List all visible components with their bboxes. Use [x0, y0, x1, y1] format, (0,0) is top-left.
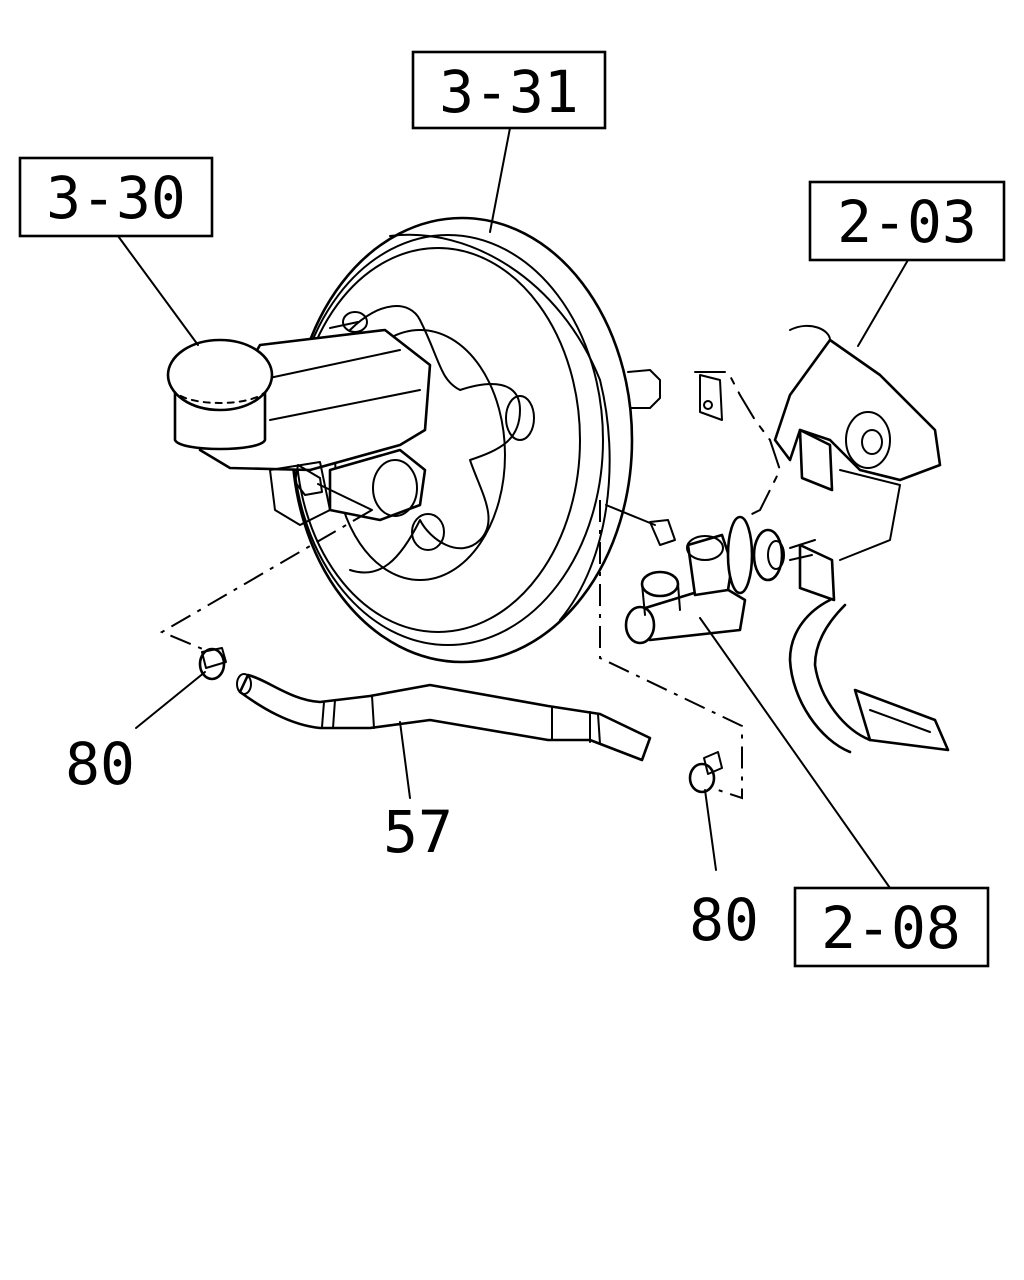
- part-number-80-left: 80: [65, 730, 135, 798]
- brake-booster: [290, 216, 661, 664]
- callout-3-30: 3-30: [18, 156, 214, 238]
- fluid-reservoir: [166, 338, 274, 451]
- hose-clamp-right: [688, 751, 723, 794]
- callout-2-03-label: 2-03: [837, 188, 977, 256]
- part-number-57: 57: [383, 798, 453, 866]
- pedal-bracket: [694, 324, 950, 754]
- part-number-80-right: 80: [689, 886, 759, 954]
- leader-lines: [117, 127, 909, 889]
- callout-3-31: 3-31: [411, 50, 607, 130]
- booster-vacuum-fitting: [294, 464, 373, 511]
- callout-3-30-label: 3-30: [46, 164, 186, 232]
- assembly-indicator-lines: [159, 500, 743, 800]
- hose-clamp-left: [198, 647, 227, 681]
- callout-2-03: 2-03: [808, 180, 1006, 262]
- callout-2-08-label: 2-08: [821, 894, 961, 962]
- vacuum-hose: [236, 673, 652, 762]
- callout-3-31-label: 3-31: [439, 58, 579, 126]
- callout-2-08: 2-08: [793, 886, 990, 968]
- clutch-master-cylinder: [605, 504, 816, 645]
